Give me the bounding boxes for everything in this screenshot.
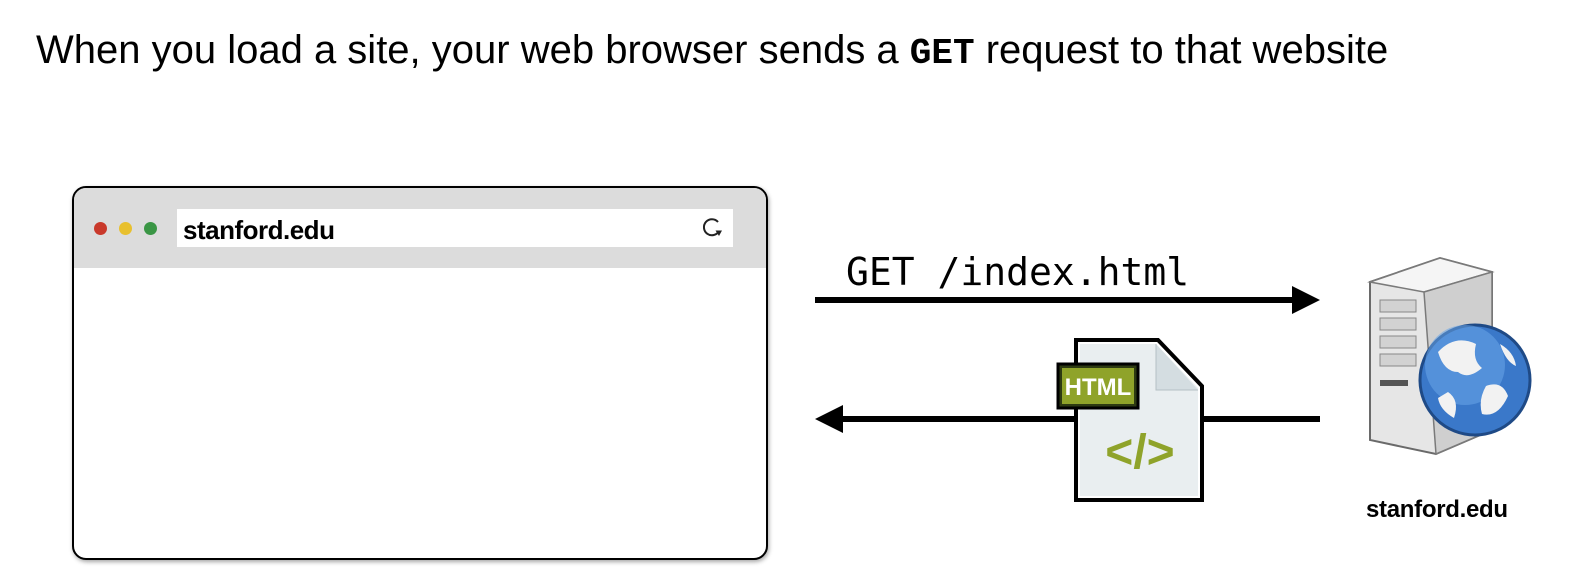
headline-suffix: request to that website xyxy=(974,28,1389,72)
request-arrow xyxy=(815,286,1320,314)
headline-get-code: GET xyxy=(909,33,975,74)
html-badge-label: HTML xyxy=(1065,374,1132,401)
reload-icon[interactable] xyxy=(701,216,725,240)
address-bar-url: stanford.edu xyxy=(183,215,335,245)
minimize-dot-icon[interactable] xyxy=(119,222,132,235)
server-globe-icon xyxy=(1367,256,1532,456)
code-symbol: </> xyxy=(1105,426,1174,479)
close-dot-icon[interactable] xyxy=(94,222,107,235)
address-bar[interactable]: stanford.edu xyxy=(177,209,733,247)
request-label: GET /index.html xyxy=(846,250,1190,294)
slide-headline: When you load a site, your web browser s… xyxy=(36,26,1388,78)
maximize-dot-icon[interactable] xyxy=(144,222,157,235)
headline-prefix: When you load a site, your web browser s… xyxy=(36,28,910,72)
browser-window: stanford.edu xyxy=(72,186,768,560)
browser-toolbar: stanford.edu xyxy=(74,188,766,268)
server-label: stanford.edu xyxy=(1366,496,1508,523)
html-file-icon: HTML </> xyxy=(1056,338,1204,502)
